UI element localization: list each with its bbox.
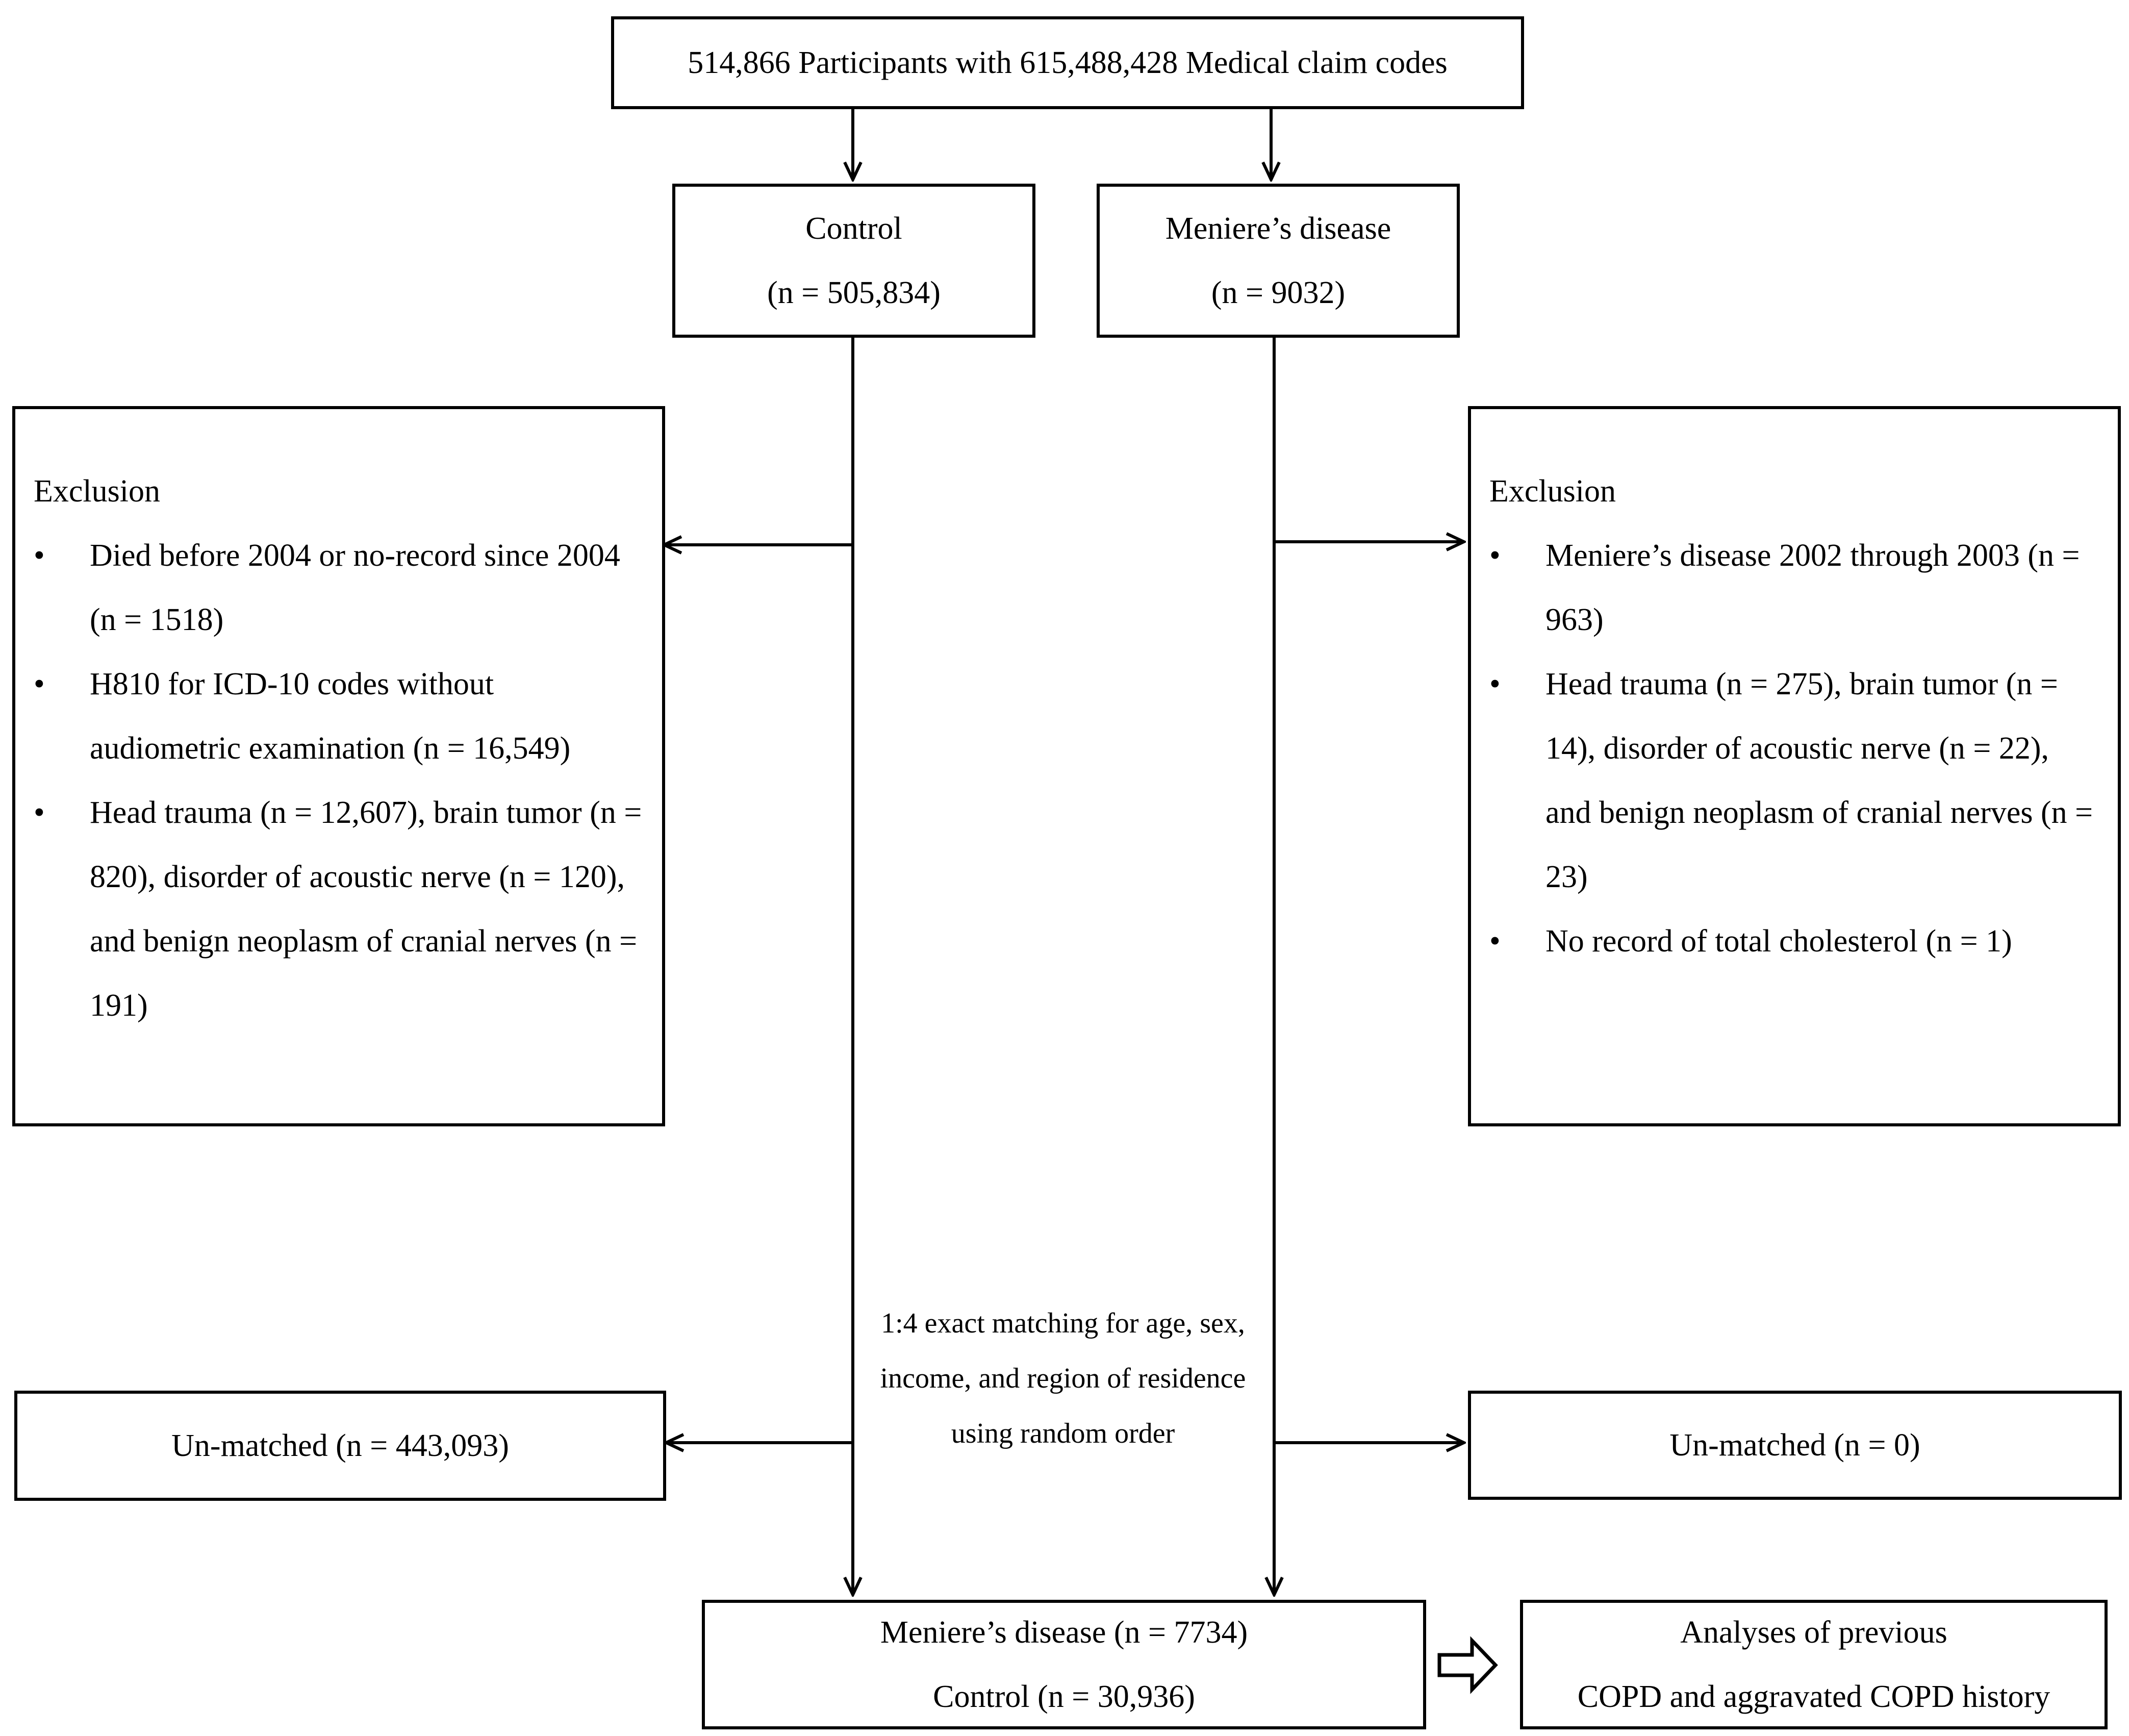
- final-cohort-box: Meniere’s disease (n = 7734) Control (n …: [702, 1600, 1426, 1729]
- left-exclusion-item: Head trauma (n = 12,607), brain tumor (n…: [34, 781, 647, 1038]
- control-title: Control: [805, 211, 902, 246]
- right-exclusion-item: Meniere’s disease 2002 through 2003 (n =…: [1489, 523, 2102, 652]
- unmatched-right-text: Un-matched (n = 0): [1669, 1428, 1920, 1463]
- left-exclusion-item: Died before 2004 or no-record since 2004…: [34, 523, 647, 652]
- analysis-line-2: COPD and aggravated COPD history: [1577, 1679, 2050, 1714]
- right-exclusion-box: Exclusion Meniere’s disease 2002 through…: [1468, 406, 2121, 1126]
- left-exclusion-list: Died before 2004 or no-record since 2004…: [34, 523, 647, 1038]
- top-box-text: 514,866 Participants with 615,488,428 Me…: [688, 45, 1448, 80]
- unmatched-left-box: Un-matched (n = 443,093): [14, 1391, 666, 1501]
- left-exclusion-header: Exclusion: [34, 474, 160, 509]
- unmatched-right-box: Un-matched (n = 0): [1468, 1391, 2122, 1500]
- md-title: Meniere’s disease: [1165, 211, 1391, 246]
- right-exclusion-list: Meniere’s disease 2002 through 2003 (n =…: [1489, 523, 2102, 973]
- final-control-count: Control (n = 30,936): [933, 1679, 1195, 1714]
- unmatched-left-text: Un-matched (n = 443,093): [171, 1428, 509, 1463]
- hollow-arrow-icon: [1437, 1636, 1498, 1694]
- analysis-box: Analyses of previous COPD and aggravated…: [1520, 1600, 2108, 1729]
- matching-note: 1:4 exact matching for age, sex, income,…: [880, 1307, 1246, 1449]
- right-exclusion-header: Exclusion: [1489, 474, 1616, 509]
- top-box: 514,866 Participants with 615,488,428 Me…: [611, 16, 1524, 109]
- control-box: Control (n = 505,834): [672, 184, 1035, 338]
- left-exclusion-box: Exclusion Died before 2004 or no-record …: [12, 406, 665, 1126]
- control-count: (n = 505,834): [767, 275, 941, 310]
- md-count: (n = 9032): [1211, 275, 1346, 310]
- final-md-count: Meniere’s disease (n = 7734): [880, 1615, 1248, 1650]
- left-exclusion-item: H810 for ICD-10 codes without audiometri…: [34, 652, 647, 781]
- analysis-line-1: Analyses of previous: [1680, 1615, 1947, 1650]
- md-box: Meniere’s disease (n = 9032): [1097, 184, 1460, 338]
- right-exclusion-item: No record of total cholesterol (n = 1): [1489, 909, 2102, 973]
- right-exclusion-item: Head trauma (n = 275), brain tumor (n = …: [1489, 652, 2102, 909]
